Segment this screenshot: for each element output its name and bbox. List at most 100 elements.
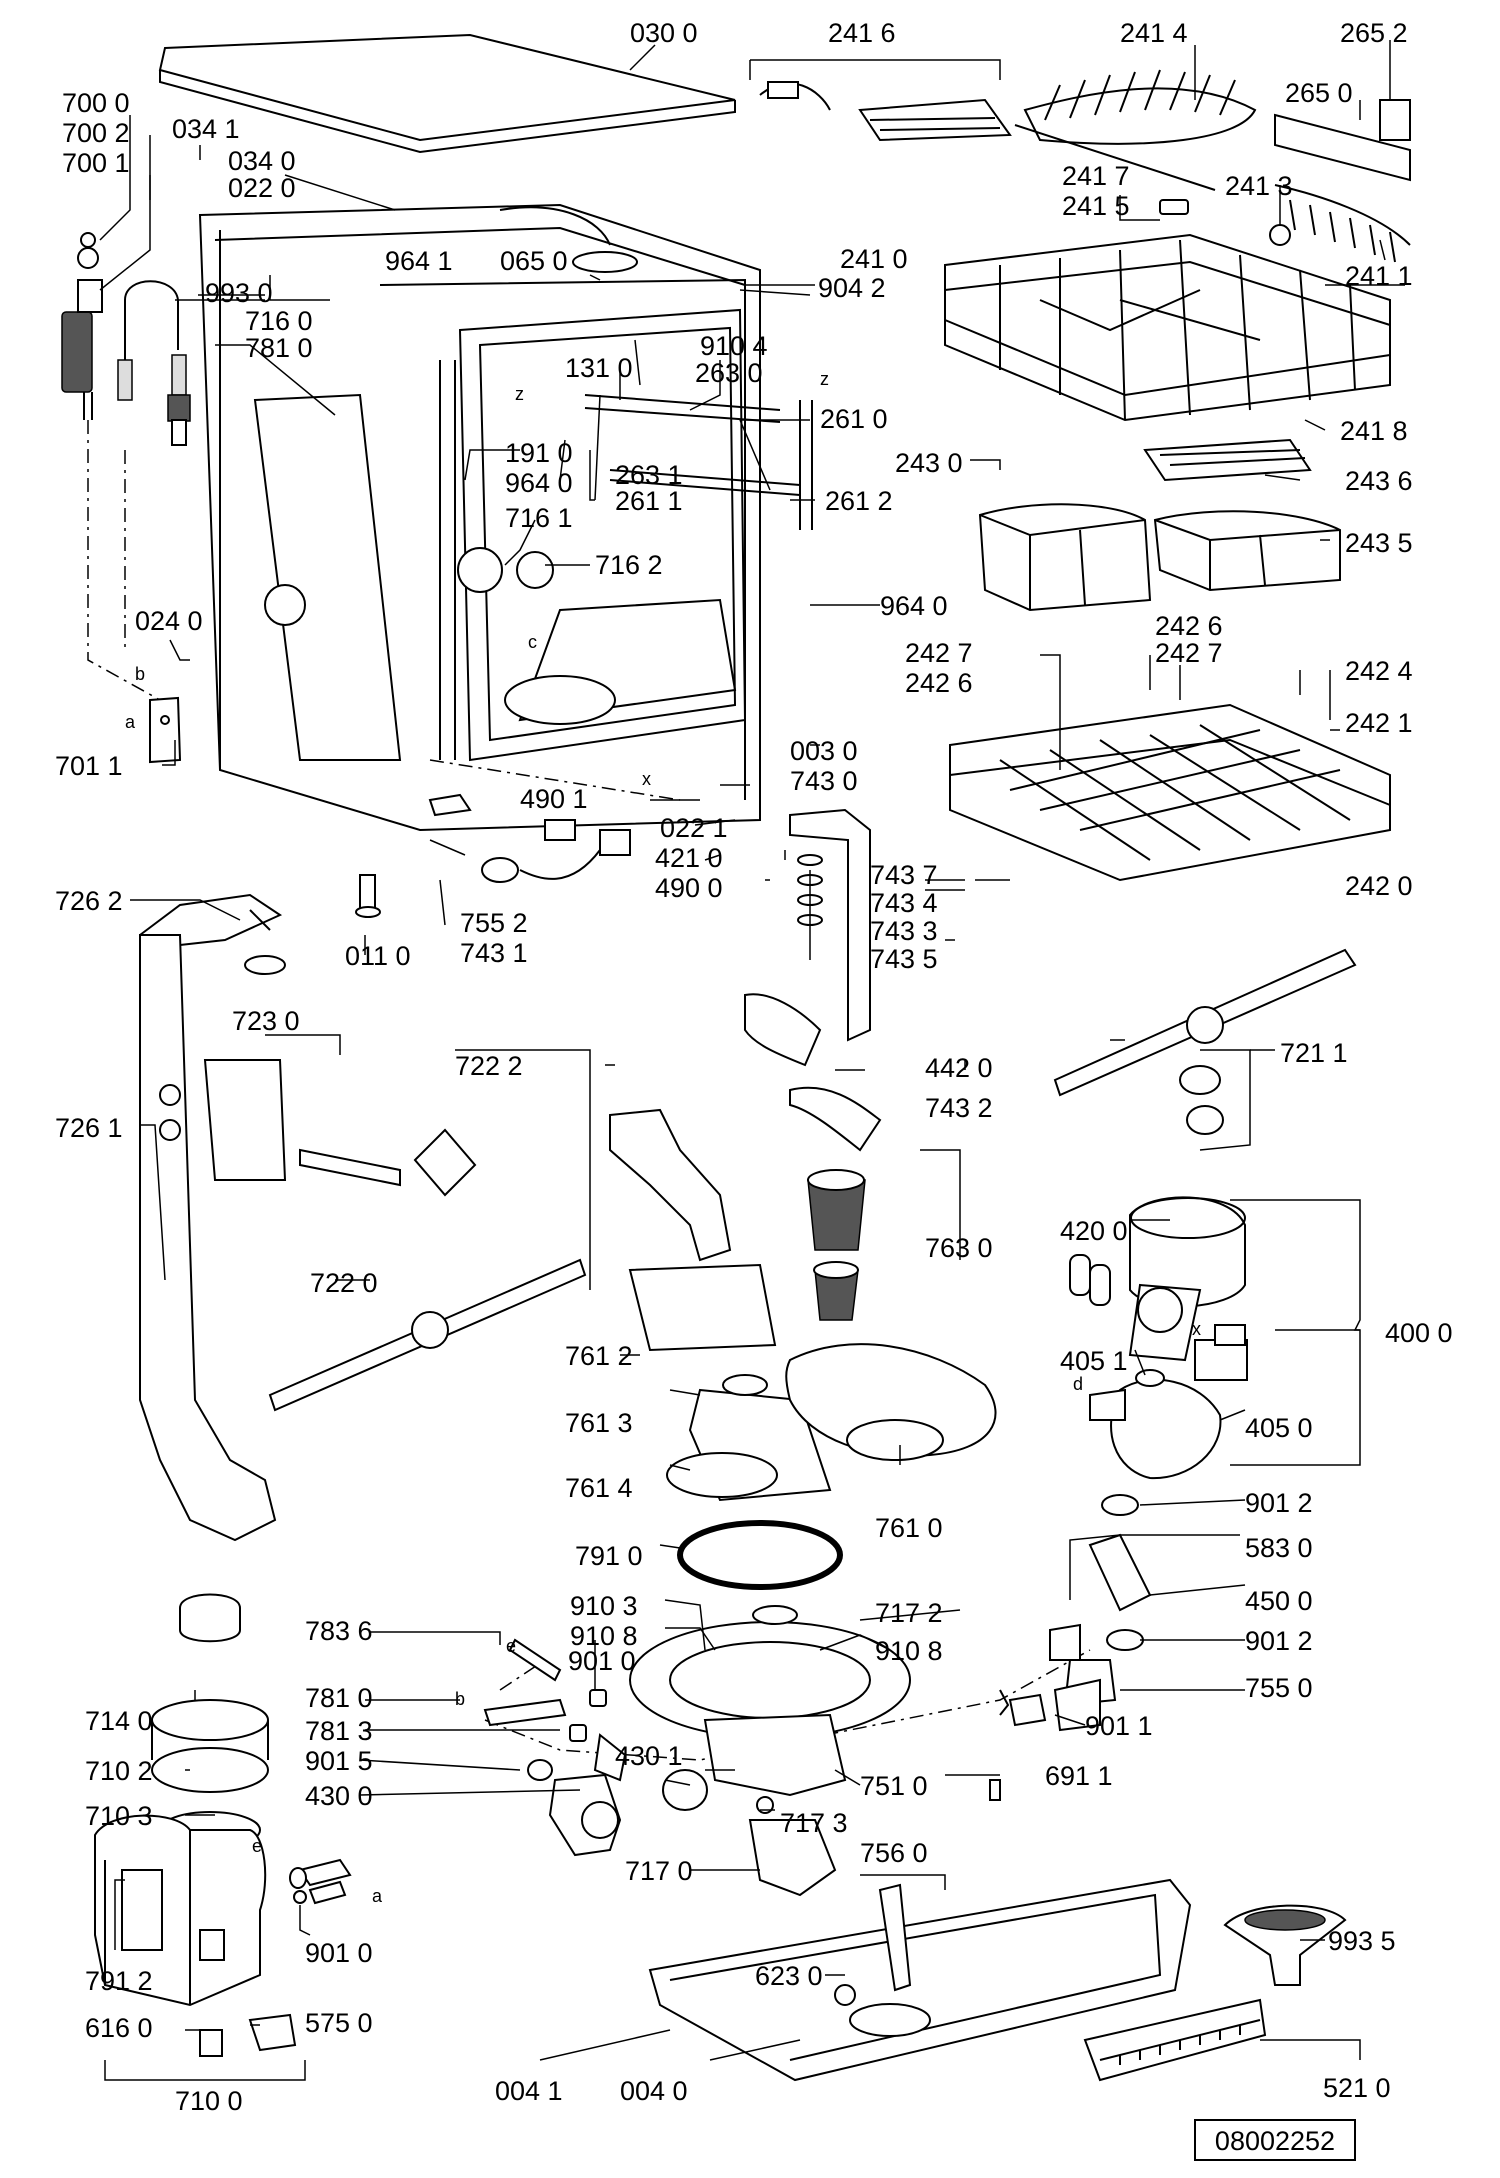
label-791-2: 791 2 [85,1966,153,1996]
label-751-0: 751 0 [860,1771,928,1801]
label-241-1: 241 1 [1345,261,1413,291]
sump-assembly-part [629,1605,911,1811]
label-421-0: 421 0 [655,843,723,873]
label-030-0: 030 0 [630,18,698,48]
label-034-1: 034 1 [172,114,240,144]
lower-basket-part [949,703,1391,882]
spray-arm-parts [268,948,1357,1412]
label-716-2: 716 2 [595,550,663,580]
label-904-2: 904 2 [818,273,886,303]
label-700-1: 700 1 [62,148,130,178]
leader-lines [99,40,1405,2081]
part-labels: 030 0 241 6 241 4 265 2 265 0 700 0 700 … [55,18,1453,2116]
connector-letter-z2: z [820,369,829,389]
label-004-1: 004 1 [495,2076,563,2106]
label-700-2: 700 2 [62,118,130,148]
label-261-0: 261 0 [820,404,888,434]
label-691-1: 691 1 [1045,1761,1113,1791]
label-405-0: 405 0 [1245,1413,1313,1443]
upper-basket-part [944,233,1391,422]
label-616-0: 616 0 [85,2013,153,2043]
label-761-4: 761 4 [565,1473,633,1503]
label-701-1: 701 1 [55,751,123,781]
label-405-1: 405 1 [1060,1346,1128,1376]
connector-letter-a: a [125,712,136,732]
label-022-0: 022 0 [228,173,296,203]
label-993-5: 993 5 [1328,1926,1396,1956]
label-011-0: 011 0 [345,941,411,971]
label-901-0-top: 901 0 [568,1646,636,1676]
base-frame-part [648,1878,1192,2082]
bracket-part [149,696,182,764]
label-490-1: 490 1 [520,784,588,814]
inlet-valve-part [61,232,191,446]
label-241-7: 241 7 [1062,161,1130,191]
label-710-3: 710 3 [85,1801,153,1831]
label-743-0: 743 0 [790,766,858,796]
connection-lines [87,420,1091,1761]
label-717-3: 717 3 [780,1808,848,1838]
label-993-0: 993 0 [205,278,273,308]
label-450-0: 450 0 [1245,1586,1313,1616]
label-763-0: 763 0 [925,1233,993,1263]
label-242-7-a: 242 7 [905,638,973,668]
label-723-0: 723 0 [232,1006,300,1036]
cabinet-frame-part [198,203,813,832]
label-910-8-right: 910 8 [875,1636,943,1666]
label-261-1: 261 1 [615,486,683,516]
circulation-pump-part [1069,1196,1248,1480]
label-722-2: 722 2 [455,1051,523,1081]
label-242-7-b: 242 7 [1155,638,1223,668]
connector-letter-x2: x [1192,1319,1201,1339]
label-430-0: 430 0 [305,1781,373,1811]
label-964-0-mid: 964 0 [505,468,573,498]
label-521-0: 521 0 [1323,2073,1391,2103]
label-791-0: 791 0 [575,1541,643,1571]
label-263-0: 263 0 [695,358,763,388]
cutlery-rack-parts [759,69,1411,263]
label-131-0: 131 0 [565,353,633,383]
label-901-0-bottom: 901 0 [305,1938,373,1968]
label-265-2: 265 2 [1340,18,1408,48]
label-755-2: 755 2 [460,908,528,938]
connector-letter-b: b [135,664,145,684]
tub-gasket-part [677,1520,843,1590]
label-717-0: 717 0 [625,1856,693,1886]
label-065-0: 065 0 [500,246,568,276]
label-743-1: 743 1 [460,938,528,968]
label-901-5: 901 5 [305,1746,373,1776]
label-242-6-a: 242 6 [1155,611,1223,641]
label-781-3: 781 3 [305,1716,373,1746]
label-430-1: 430 1 [615,1741,683,1771]
label-722-0: 722 0 [310,1268,378,1298]
label-241-0: 241 0 [840,244,908,274]
label-261-2: 261 2 [825,486,893,516]
label-004-0: 004 0 [620,2076,688,2106]
fittings-parts [289,1638,1001,2006]
connector-letter-a2: a [372,1886,383,1906]
top-cover-part [158,33,736,154]
label-241-6: 241 6 [828,18,896,48]
label-710-2: 710 2 [85,1756,153,1786]
label-901-1: 901 1 [1085,1711,1153,1741]
label-490-0: 490 0 [655,873,723,903]
label-575-0: 575 0 [305,2008,373,2038]
label-700-0: 700 0 [62,88,130,118]
label-265-0: 265 0 [1285,78,1353,108]
label-743-7: 743 7 [870,860,938,890]
label-442-0: 442 0 [925,1053,993,1083]
label-910-3: 910 3 [570,1591,638,1621]
cutlery-basket-parts [978,438,1341,612]
label-721-1: 721 1 [1280,1038,1348,1068]
label-242-6-b: 242 6 [905,668,973,698]
connector-letter-z1: z [515,384,524,404]
document-number-box: 08002252 [1194,2119,1356,2161]
label-761-2: 761 2 [565,1341,633,1371]
label-756-0: 756 0 [860,1838,928,1868]
label-242-4: 242 4 [1345,656,1413,686]
label-761-3: 761 3 [565,1408,633,1438]
connector-letter-c: c [528,632,537,652]
connector-letter-e1: e [506,1636,516,1656]
label-024-0: 024 0 [135,606,203,636]
